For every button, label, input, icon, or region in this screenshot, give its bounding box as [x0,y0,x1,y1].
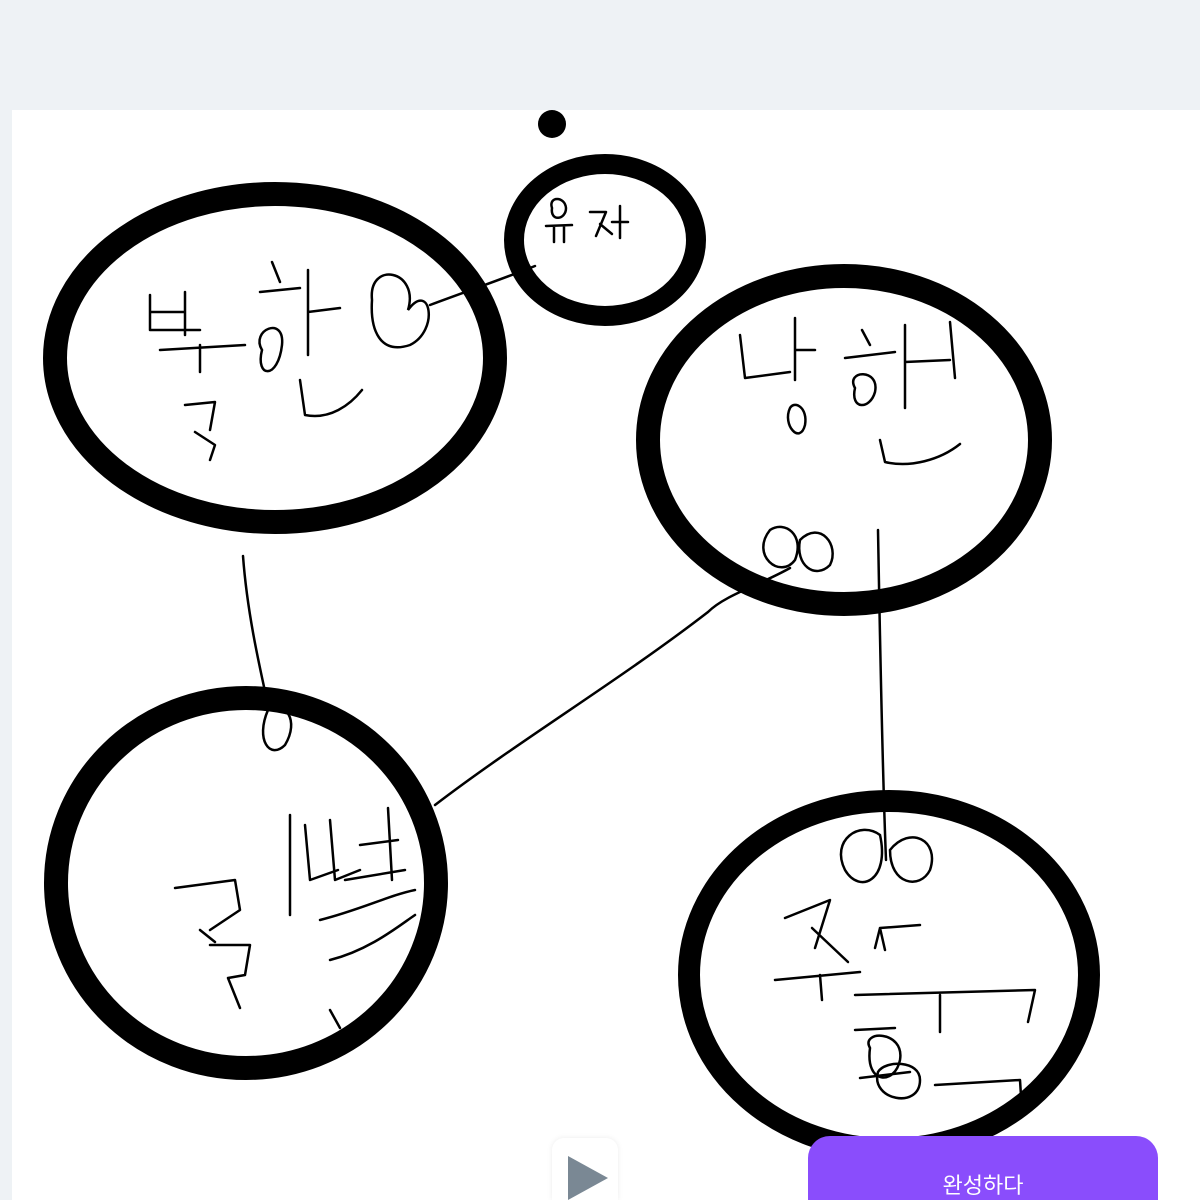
edge-user-north [428,264,537,307]
header-bar [0,0,1200,110]
loop-north [370,273,430,349]
loop-china-1 [839,828,884,884]
node-circle-south-korea [636,264,1052,616]
node-circle-north-korea [43,182,507,534]
play-icon [568,1156,608,1200]
edge-south-war [433,566,792,807]
handwriting-china [773,898,1037,1114]
node-circle-war [44,686,448,1080]
edge-south-china [876,528,888,862]
finish-button[interactable]: 완성하다 [808,1136,1158,1200]
edge-north-war [241,554,270,707]
handwriting-user [544,197,630,244]
handwriting-north-korea [148,260,364,462]
handwriting-south-korea [738,316,962,466]
loop-south-2 [797,531,834,573]
connector-lines [241,264,934,884]
drawing-canvas[interactable] [12,110,1200,1200]
pen-dot [538,110,566,138]
finish-button-label: 완성하다 [942,1174,1024,1199]
handwriting [148,197,1037,1114]
handwriting-war [173,806,417,1030]
loop-war [261,706,293,752]
loop-china-2 [888,836,934,883]
node-circle-user [504,154,706,326]
play-button[interactable] [552,1138,618,1200]
loop-south-1 [762,525,799,569]
